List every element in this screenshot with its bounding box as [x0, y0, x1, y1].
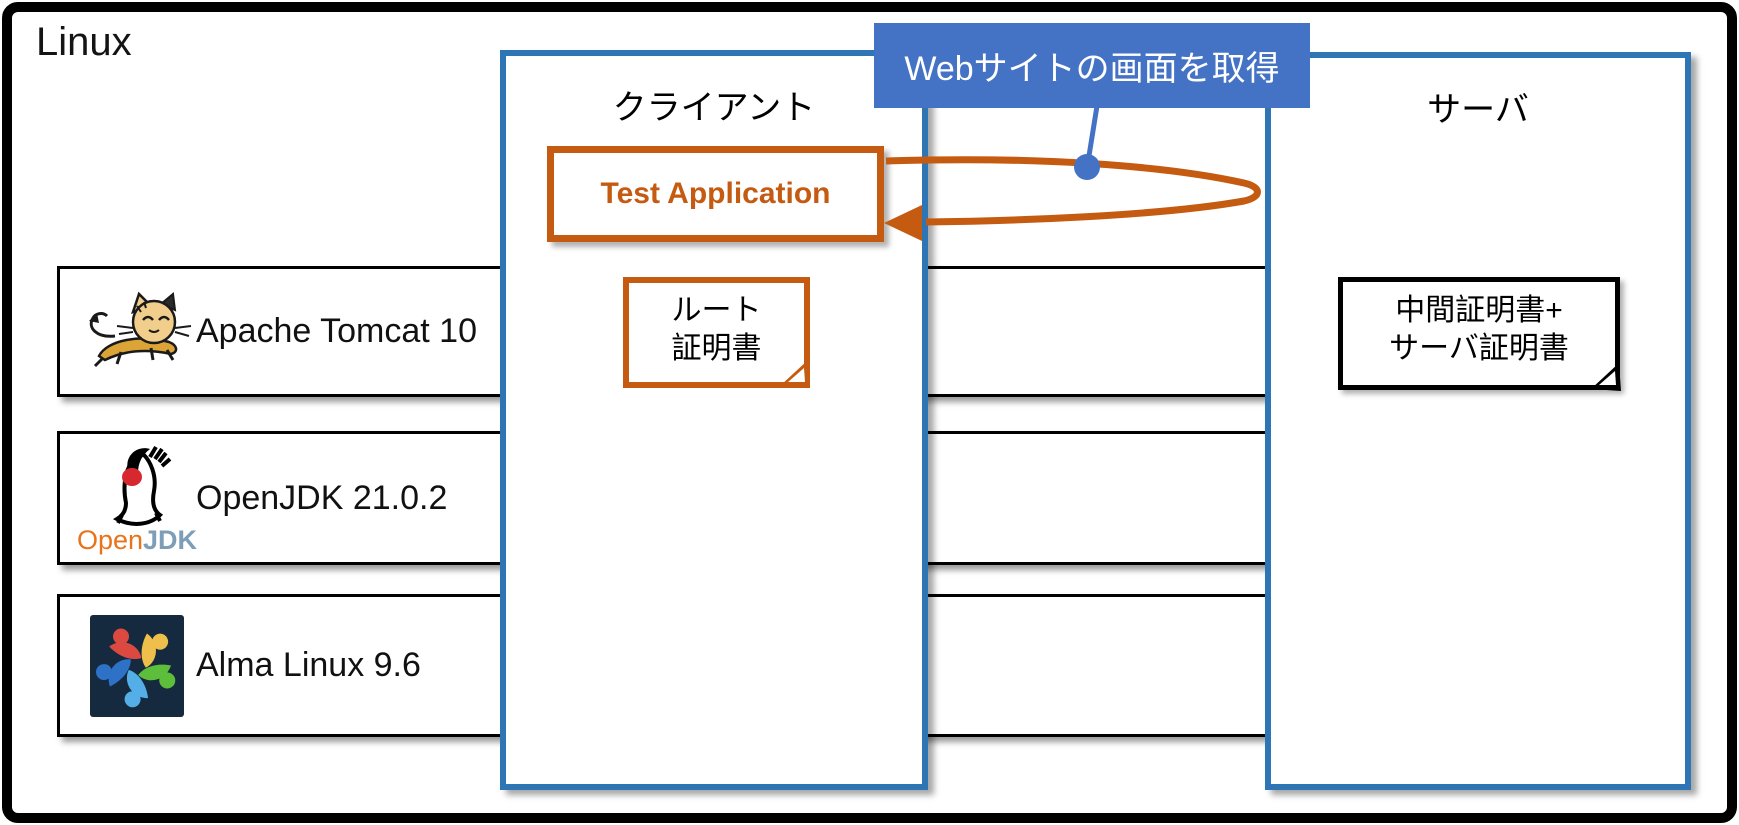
almalinux-icon: [90, 614, 184, 717]
callout-banner: Webサイトの画面を取得: [874, 23, 1310, 108]
server-header: サーバ: [1427, 91, 1529, 129]
duke-icon: [112, 445, 172, 526]
root-certificate-note: ルート 証明書: [623, 277, 810, 388]
tomcat-logo: [72, 269, 202, 394]
test-application-box: Test Application: [547, 146, 884, 242]
server-panel: サーバ 中間証明書+ サーバ証明書: [1265, 52, 1691, 790]
server-cert-line-2: サーバ証明書: [1389, 332, 1569, 365]
openjdk-wordmark: OpenJDK: [76, 524, 198, 555]
root-cert-line-1: ルート: [671, 294, 762, 327]
stack-label-alma: Alma Linux 9.6: [196, 646, 421, 684]
stack-label-tomcat: Apache Tomcat 10: [196, 312, 477, 350]
folded-corner-icon: [1591, 363, 1621, 391]
root-cert-line-2: 証明書: [671, 332, 762, 365]
openjdk-logo: OpenJDK: [72, 434, 202, 562]
openjdk-wordmark-open: Open: [76, 524, 144, 555]
client-panel: クライアント Test Application ルート 証明書: [500, 50, 928, 790]
stack-label-openjdk: OpenJDK 21.0.2: [196, 478, 448, 517]
openjdk-wordmark-jdk: JDK: [143, 524, 198, 555]
client-header: クライアント: [612, 89, 816, 127]
server-cert-line-1: 中間証明書+: [1395, 294, 1563, 327]
server-certificate-note: 中間証明書+ サーバ証明書: [1338, 277, 1621, 391]
os-title: Linux: [36, 20, 132, 64]
tomcat-cat-icon: [89, 291, 192, 367]
almalinux-logo: [72, 597, 202, 734]
folded-corner-icon: [780, 360, 810, 388]
